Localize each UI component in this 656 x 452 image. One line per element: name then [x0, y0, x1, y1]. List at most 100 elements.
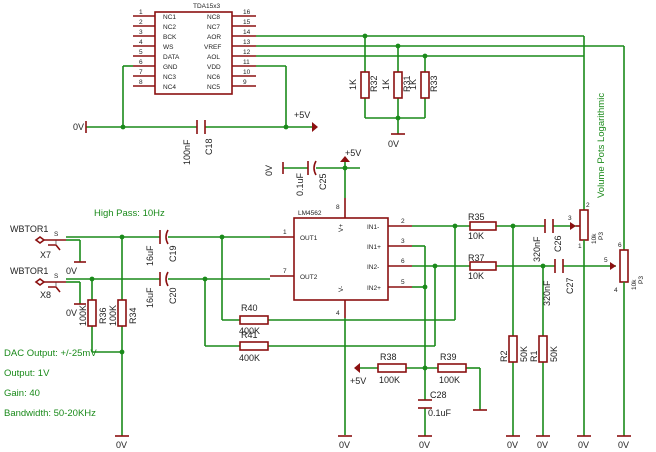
svg-text:10K: 10K	[468, 231, 484, 241]
dac-pin-num: 14	[243, 29, 251, 36]
svg-text:3: 3	[401, 238, 405, 245]
dac-pin-num: 6	[139, 59, 143, 66]
svg-text:R37: R37	[468, 253, 485, 263]
note-dac-output: DAC Output: +/-25mV	[4, 348, 97, 359]
svg-text:R33: R33	[429, 75, 439, 92]
r32-resistor: 1K R32	[348, 71, 379, 99]
svg-text:OUT1: OUT1	[300, 235, 318, 242]
c18-name: C18	[204, 138, 214, 155]
svg-text:R39: R39	[440, 352, 457, 362]
r41-resistor: R41 400K	[239, 330, 269, 363]
spec-notes: DAC Output: +/-25mV Output: 1V Gain: 40 …	[4, 348, 97, 419]
opamp-body	[293, 217, 389, 301]
note-bandwidth: Bandwidth: 50-20KHz	[4, 408, 96, 419]
dac-output-net	[256, 33, 625, 250]
svg-text:320nF: 320nF	[542, 280, 552, 306]
ground-label-x7: 0V	[66, 266, 77, 276]
svg-text:R31: R31	[402, 75, 412, 92]
ground-label-c28: 0V	[419, 440, 430, 450]
p3-pot-lower: 6 5 4 10k P3	[604, 242, 645, 437]
svg-text:P3: P3	[598, 232, 605, 240]
svg-text:X8: X8	[40, 290, 51, 300]
svg-text:C19: C19	[168, 245, 178, 262]
x8-connector: WBTOR1 S T X8	[10, 266, 66, 300]
dac-ic-name: TDA15x3	[193, 3, 220, 10]
r34-resistor: 100K R34	[108, 299, 138, 327]
svg-text:3: 3	[568, 215, 572, 222]
dac-supply-net	[85, 65, 318, 133]
dac-pin-name: NC3	[163, 74, 176, 81]
r38-resistor: R38 100K	[377, 352, 407, 385]
dac-pin-num: 12	[243, 49, 251, 56]
dac-pin-name: BCK	[163, 34, 177, 41]
svg-text:T: T	[54, 281, 58, 288]
ground-label-opamp-v: 0V	[339, 440, 350, 450]
svg-text:0.1uF: 0.1uF	[295, 172, 305, 196]
c27-capacitor: 320nF C27	[542, 259, 575, 306]
dac-pin-num: 13	[243, 39, 251, 46]
dac-pin-name: NC5	[207, 84, 220, 91]
svg-text:R1: R1	[529, 350, 539, 362]
svg-text:2: 2	[401, 218, 405, 225]
ground-label-dac: 0V	[73, 122, 84, 132]
c18-capacitor: 100nF C18	[182, 120, 214, 165]
input-signal-net	[66, 234, 270, 437]
svg-text:C25: C25	[318, 173, 328, 190]
opamp-name: LM4562	[298, 210, 322, 217]
feedback-net	[202, 226, 456, 347]
svg-text:6: 6	[401, 258, 405, 265]
dac-pin-name: VREF	[204, 44, 221, 51]
dac-left-pins: 1 2 3 4 5 6 7 8 NC1 NC2 BCK WS DATA GND …	[133, 9, 180, 91]
output-filter-net	[506, 223, 616, 437]
high-pass-label: High Pass: 10Hz	[94, 208, 165, 219]
r31-resistor: 1K R31	[381, 71, 412, 99]
r33-resistor: 1K R33	[408, 71, 439, 99]
c18-value: 100nF	[182, 139, 192, 165]
dac-pin-num: 8	[139, 79, 143, 86]
dac-pin-num: 15	[243, 19, 251, 26]
dac-pin-num: 7	[139, 69, 143, 76]
r37-resistor: R37 10K	[468, 253, 497, 281]
svg-text:5: 5	[604, 257, 608, 264]
dac-right-pins: 16 15 14 13 12 11 10 9 NC8 NC7 AOR VREF …	[204, 9, 256, 91]
dac-pin-name: NC7	[207, 24, 220, 31]
svg-text:R40: R40	[241, 303, 258, 313]
svg-text:1: 1	[578, 243, 582, 250]
svg-text:7: 7	[283, 268, 287, 275]
svg-text:S: S	[54, 231, 59, 238]
dac-pin-num: 16	[243, 9, 251, 16]
dac-pin-name: NC2	[163, 24, 176, 31]
svg-text:R36: R36	[98, 307, 108, 324]
svg-text:X7: X7	[40, 250, 51, 260]
c26-capacitor: 320nF C26	[532, 219, 563, 262]
svg-text:400K: 400K	[239, 353, 260, 363]
svg-text:16uF: 16uF	[145, 245, 155, 266]
dac-pin-name: GND	[163, 64, 178, 71]
dac-pin-name: AOL	[207, 54, 220, 61]
dac-pin-name: WS	[163, 44, 174, 51]
plus5v-label-dac: +5V	[294, 110, 310, 120]
svg-text:5: 5	[401, 279, 405, 286]
ground-label-r1: 0V	[537, 440, 548, 450]
svg-text:10K: 10K	[468, 271, 484, 281]
opamp-ic: LM4562 OUT1 OUT2 IN1- IN1+ IN2- IN2+ V+ …	[270, 198, 412, 318]
svg-text:V-: V-	[338, 286, 345, 292]
dac-pin-num: 5	[139, 49, 143, 56]
svg-text:10k: 10k	[631, 279, 638, 290]
opamp-input-net	[338, 223, 555, 437]
dac-pin-name: DATA	[163, 54, 180, 61]
svg-text:R41: R41	[241, 330, 258, 340]
opamp-supply-net	[282, 156, 360, 435]
svg-text:10k: 10k	[591, 233, 598, 244]
svg-text:50K: 50K	[549, 346, 559, 362]
c28-capacitor: C28 0.1uF	[418, 390, 452, 418]
dac-pin-num: 4	[139, 39, 143, 46]
dac-pin-num: 10	[243, 69, 251, 76]
ground-label-p3a: 0V	[578, 440, 589, 450]
svg-text:4: 4	[614, 287, 618, 294]
svg-text:IN1-: IN1-	[367, 224, 379, 231]
svg-text:C27: C27	[565, 277, 575, 294]
dac-pin-name: NC8	[207, 14, 220, 21]
svg-text:0.1uF: 0.1uF	[428, 408, 452, 418]
